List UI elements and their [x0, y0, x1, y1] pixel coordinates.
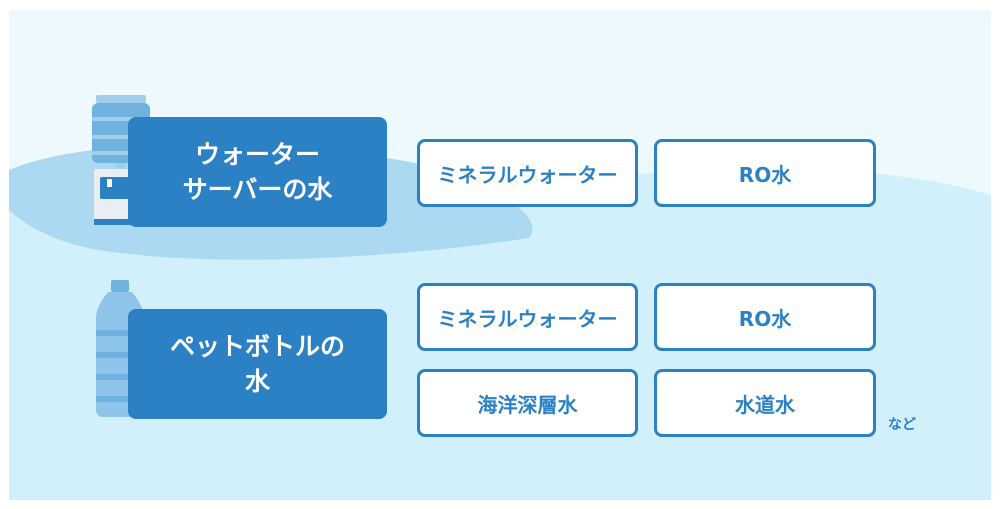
water-server-icon — [92, 95, 150, 225]
option-mineral-water: ミネラルウォーター — [417, 139, 638, 207]
infographic-panel — [9, 10, 991, 500]
category-title-line1: ペットボトルの — [169, 332, 345, 361]
category-title-line2: サーバーの水 — [182, 175, 333, 204]
option-mineral-water: ミネラルウォーター — [417, 283, 638, 351]
etc-note: など — [888, 417, 916, 433]
category-plastic-bottle: ペットボトルの 水 — [128, 309, 387, 419]
category-title-line1: ウォーター — [194, 140, 320, 169]
option-ro-water: RO水 — [654, 139, 876, 207]
category-title-line2: 水 — [244, 367, 270, 396]
option-deep-sea-water: 海洋深層水 — [417, 369, 638, 437]
option-ro-water: RO水 — [654, 283, 876, 351]
option-tap-water: 水道水 — [654, 369, 876, 437]
category-water-server: ウォーター サーバーの水 — [128, 117, 387, 227]
